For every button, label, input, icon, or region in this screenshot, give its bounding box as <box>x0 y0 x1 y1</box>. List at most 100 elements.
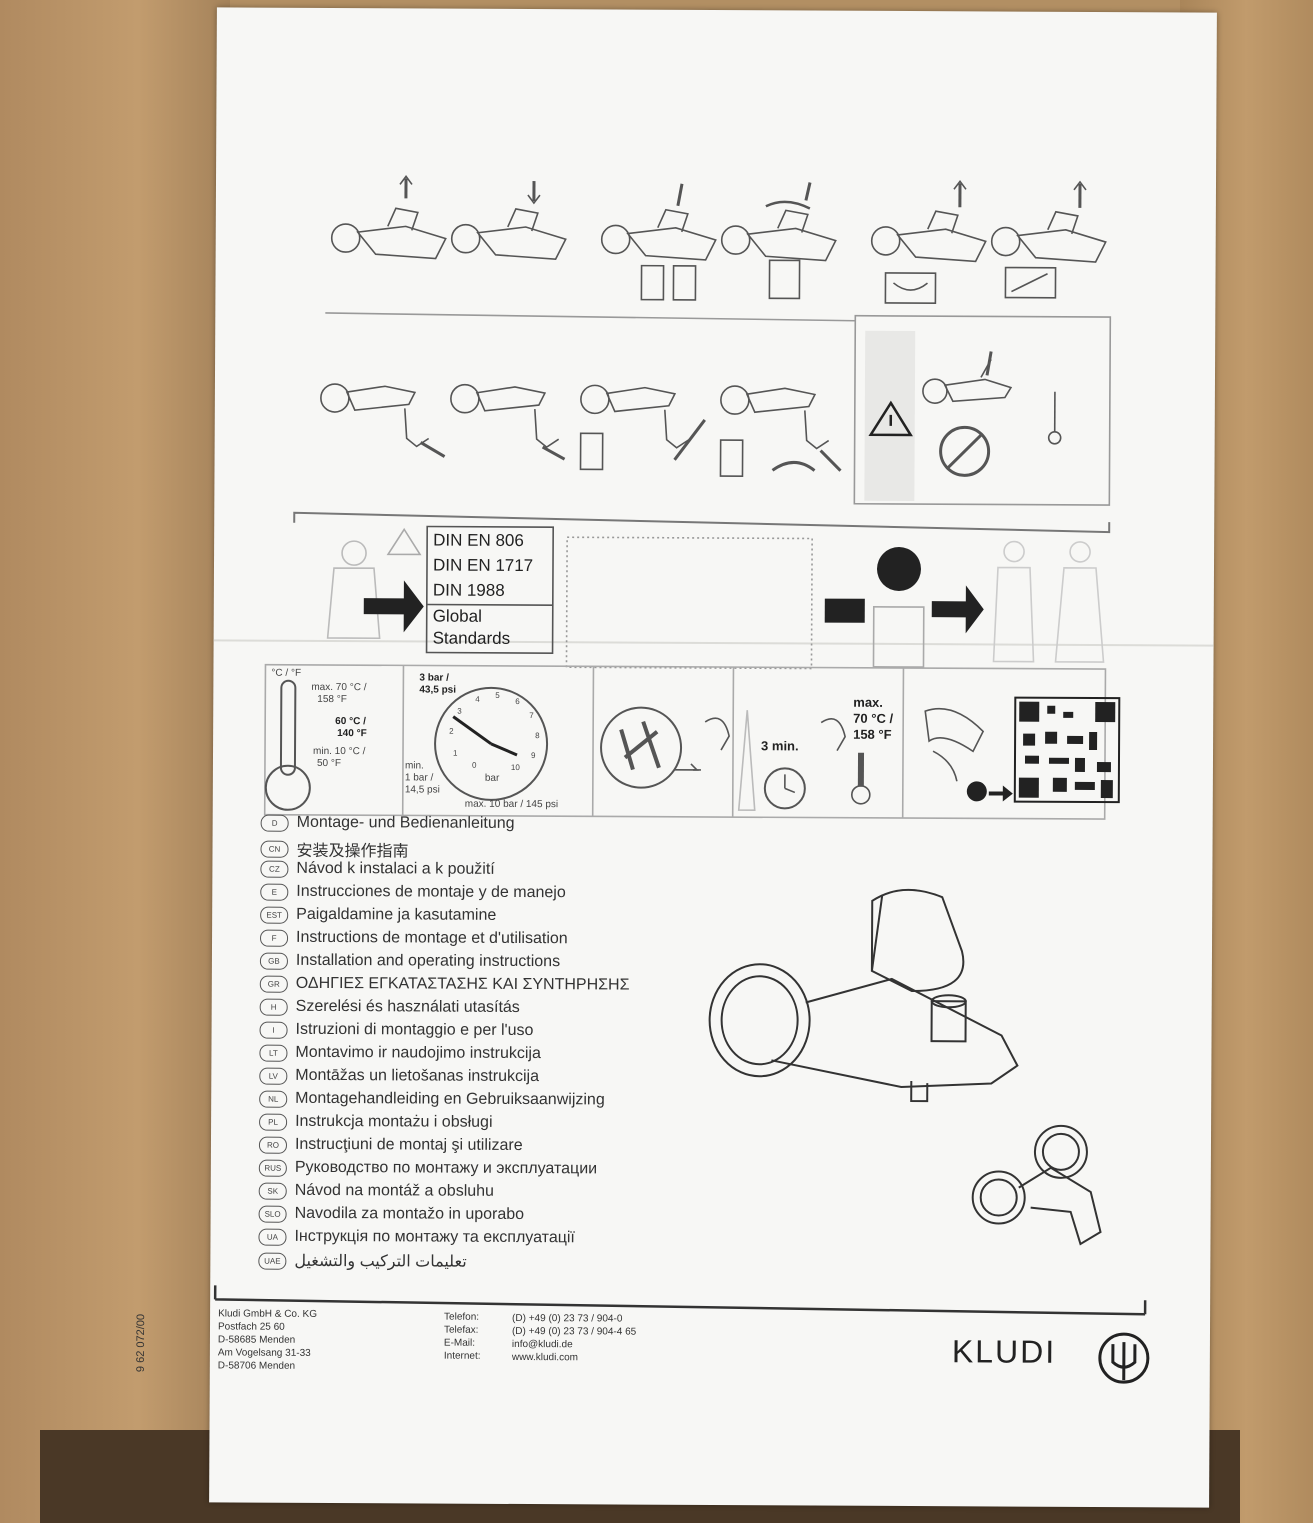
info-arrow-icon <box>966 781 1013 802</box>
standard-standards: Standards <box>432 628 511 648</box>
contact-email: info@kludi.de <box>511 1338 573 1351</box>
dial-6: 6 <box>515 696 520 706</box>
temp-min-f: 50 °F <box>316 757 342 770</box>
lang-text: Montage- und Bedienanleitung <box>296 813 515 832</box>
standard-global: Global <box>432 606 482 626</box>
lang-text: ΟΔΗΓΙΕΣ ΕΓΚΑΤΑΣΤΑΣΗΣ ΚΑΙ ΣΥΝΤΗΡΗΣΗΣ <box>295 974 630 994</box>
contact-label-fax: Telefax: <box>443 1324 479 1336</box>
document-number: 9 62 072/00 <box>134 1313 148 1373</box>
contact-fax: (D) +49 (0) 23 73 / 904-4 65 <box>511 1325 637 1338</box>
lang-text: Montāžas un lietošanas instrukcija <box>295 1066 540 1086</box>
temp-rec: 60 °C / <box>335 716 366 728</box>
flush-max: max. <box>853 694 883 710</box>
lang-item-lv: LV Montāžas un lietošanas instrukcija <box>259 1067 539 1086</box>
lang-badge: F <box>260 929 289 947</box>
lang-text: Instrucţiuni de montaj şi utilizare <box>294 1135 523 1155</box>
mixer-illustration-row2 <box>320 351 1062 477</box>
flush-time: 3 min. <box>761 738 799 754</box>
lang-badge: UA <box>258 1228 287 1246</box>
mixer-illustration-row1 <box>330 175 1107 304</box>
company-name: Kludi GmbH & Co. KG <box>218 1308 318 1320</box>
lang-badge: LT <box>259 1044 288 1062</box>
qr-code-icon <box>1013 696 1121 804</box>
lang-text: Paigaldamine ja kasutamine <box>296 905 497 924</box>
lang-item-uae: UAE تعليمات التركيب والتشغيل <box>258 1251 467 1272</box>
lang-item-ro: RO Instrucţiuni de montaj şi utilizare <box>258 1135 523 1155</box>
lang-badge: EST <box>260 906 289 924</box>
lang-text: Návod k instalaci a k použití <box>296 859 495 878</box>
company-postal: D-58685 Menden <box>217 1334 296 1346</box>
company-city: D-58706 Menden <box>217 1360 296 1372</box>
company-street: Am Vogelsang 31-33 <box>217 1347 311 1359</box>
lang-item-rus: RUS Руководство по монтажу и эксплуатации <box>258 1158 598 1179</box>
standard-din-en-1717: DIN EN 1717 <box>432 555 534 576</box>
lang-item-ua: UA Інструкція по монтажу та експлуатації <box>258 1228 575 1248</box>
pressure-min-bar: 1 bar / <box>404 772 434 784</box>
warning-icon-small <box>386 527 422 556</box>
info-icon <box>876 546 921 591</box>
pressure-min: min. <box>404 760 424 772</box>
kludi-brand: KLUDI <box>951 1333 1057 1370</box>
lang-badge: I <box>259 1021 288 1039</box>
bacteria-icon <box>600 706 683 789</box>
lang-badge: CZ <box>260 860 289 878</box>
warning-triangle-icon <box>868 400 913 437</box>
contact-label-internet: Internet: <box>443 1350 481 1362</box>
lang-text: Szerelési és használati utasítás <box>295 997 520 1016</box>
lang-text: تعليمات التركيب والتشغيل <box>294 1252 467 1271</box>
flush-tap-icon <box>674 710 846 812</box>
cleaning-icon <box>924 707 985 782</box>
flush-max-c: 70 °C / <box>853 710 894 726</box>
lang-item-i: I Istruzioni di montaggio e per l'uso <box>259 1020 534 1040</box>
dial-9: 9 <box>530 751 536 761</box>
standard-din-1988: DIN 1988 <box>432 580 505 600</box>
company-postfach: Postfach 25 60 <box>217 1321 285 1333</box>
box-flap-left <box>0 0 230 1523</box>
lang-badge: SK <box>258 1182 287 1200</box>
lang-text: Montagehandleiding en Gebruiksaanwijzing <box>295 1089 605 1109</box>
arrow-right-icon-2 <box>931 585 984 634</box>
lang-badge: UAE <box>258 1252 287 1270</box>
clock-icon <box>763 767 806 810</box>
thermometer-icon <box>264 679 311 811</box>
contact-phone: (D) +49 (0) 23 73 / 904-0 <box>512 1312 623 1325</box>
temp-unit: °C / °F <box>271 667 302 679</box>
lang-text: Istruzioni di montaggio e per l'uso <box>295 1020 534 1040</box>
instruction-graphics <box>213 175 1150 1384</box>
bath-mixer-drawing <box>708 888 1019 1103</box>
lang-badge: RO <box>258 1136 288 1154</box>
dial-4: 4 <box>475 694 480 704</box>
temp-min: min. 10 °C / <box>312 745 366 758</box>
kludi-logo-icon <box>1098 1332 1150 1384</box>
flush-max-f: 158 °F <box>853 726 892 742</box>
lang-badge: SLO <box>258 1205 287 1223</box>
lang-text: Руководство по монтажу и эксплуатации <box>294 1158 598 1178</box>
pressure-max: max. 10 bar / 145 psi <box>464 798 559 811</box>
lang-text: Montavimo ir naudojimo instrukcija <box>295 1043 541 1063</box>
pressure-rec: 3 bar / <box>419 672 449 684</box>
lang-badge: NL <box>259 1090 288 1108</box>
lang-badge: RUS <box>258 1159 287 1177</box>
lang-badge: D <box>260 814 289 832</box>
lang-badge: GR <box>259 975 288 993</box>
lang-item-lt: LT Montavimo ir naudojimo instrukcija <box>259 1044 541 1063</box>
lang-text: Інструкція по монтажу та експлуатації <box>294 1227 575 1247</box>
pressure-gauge-icon <box>434 686 549 801</box>
lang-badge: CN <box>260 840 289 858</box>
pressure-unit: bar <box>484 772 500 784</box>
dial-0: 0 <box>471 760 477 770</box>
standard-din-en-806: DIN EN 806 <box>433 530 524 551</box>
contact-label-email: E-Mail: <box>443 1337 476 1349</box>
dial-5: 5 <box>495 690 500 700</box>
lang-badge: LV <box>259 1067 288 1085</box>
dial-7: 7 <box>529 711 534 721</box>
lang-item-est: EST Paigaldamine ja kasutamine <box>260 906 496 925</box>
contact-internet: www.kludi.com <box>511 1351 579 1364</box>
